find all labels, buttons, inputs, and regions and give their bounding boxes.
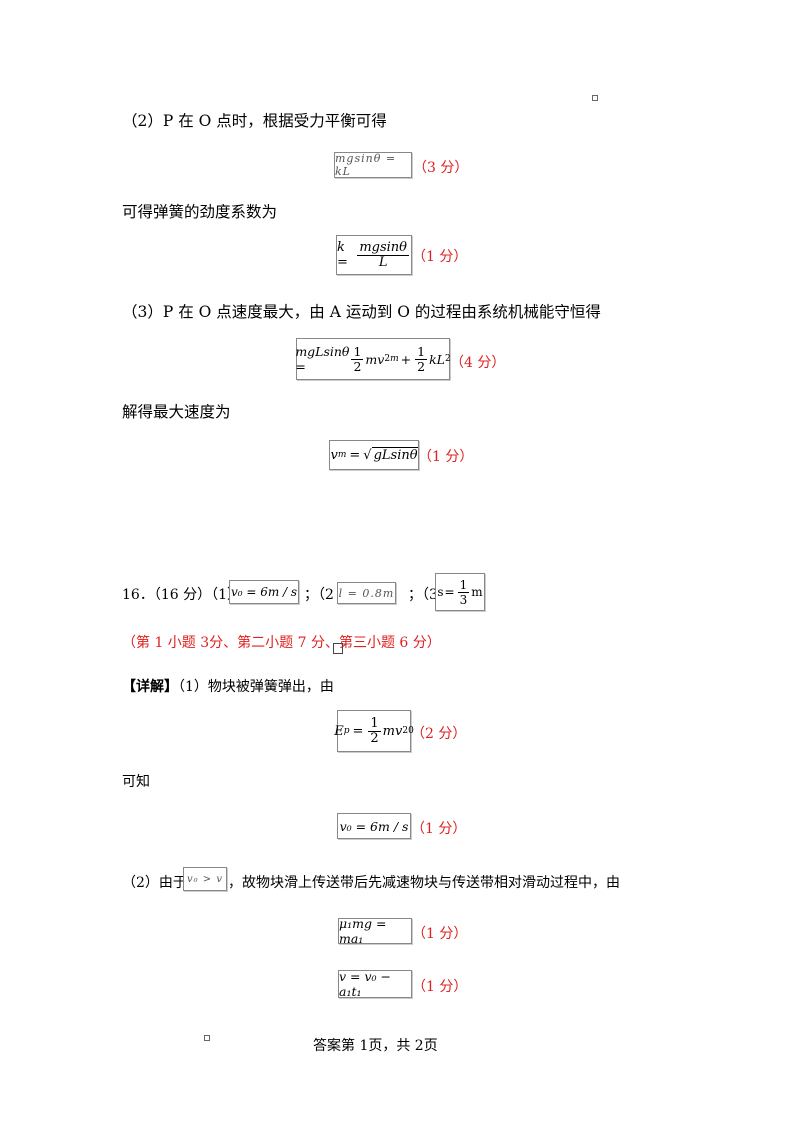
- score: （1 分）: [412, 249, 468, 265]
- score: （1 分）: [411, 821, 467, 837]
- score: （1 分）: [418, 449, 474, 465]
- equation-box-1: mgsinθ = kL: [334, 152, 412, 178]
- part2-pre: （2）由于: [122, 875, 187, 891]
- score: （1 分）: [412, 979, 468, 995]
- score: （4 分）: [450, 355, 506, 371]
- part2-heading: （2）P 在 O 点时，根据受力平衡可得: [122, 112, 387, 130]
- detail-line: 【详解】（1）物块被弹簧弹出，由: [122, 676, 334, 696]
- corner-mark: [204, 1035, 210, 1041]
- score: （2 分）: [411, 726, 467, 742]
- answer-box-2: l = 0.8m: [337, 582, 396, 604]
- separator: ；（3: [408, 587, 438, 603]
- part3-heading: （3）P 在 O 点速度最大，由 A 运动到 O 的过程由系统机械能守恒得: [122, 303, 601, 321]
- equation-box-6: v₀ = 6m / s: [337, 813, 411, 839]
- page-footer: 答案第 1页，共 2页: [313, 1038, 438, 1054]
- equation-box-8: v = v₀ − a₁t₁: [338, 969, 412, 999]
- score: （3 分）: [413, 160, 469, 176]
- part2-post: ，故物块滑上传送带后先减速物块与传送带相对滑动过程中，由: [228, 875, 620, 891]
- placeholder-box-icon: [333, 643, 343, 654]
- inline-box: v₀ > v: [183, 867, 227, 891]
- solve-text: 解得最大速度为: [122, 403, 231, 421]
- equation-box-7: μ₁mg = ma₁: [338, 916, 412, 946]
- detail-label: 【详解】: [122, 679, 178, 695]
- q16-heading: 16．（16 分）（1）: [122, 587, 241, 603]
- know-text: 可知: [122, 774, 150, 790]
- answer-box-1: v₀ = 6m / s: [229, 580, 299, 604]
- score: （1 分）: [412, 926, 468, 942]
- scoring-note: （第 1 小题 3分、第二小题 7 分、第三小题 6 分）: [122, 635, 441, 651]
- detail-text: （1）物块被弹簧弹出，由: [178, 679, 334, 695]
- separator: ；（2: [304, 587, 334, 603]
- corner-mark: [592, 95, 598, 101]
- spring-text: 可得弹簧的劲度系数为: [122, 203, 278, 221]
